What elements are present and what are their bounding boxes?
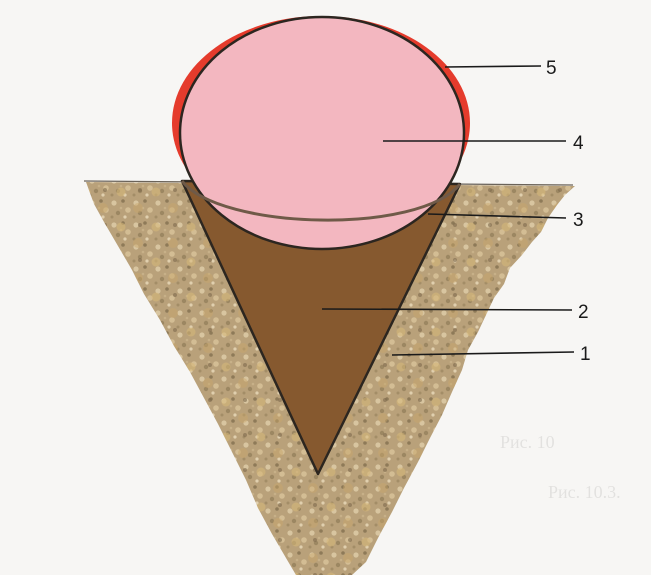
ghost-caption-1: Рис. 10 (500, 432, 555, 452)
callout-5: 5 (546, 58, 557, 79)
callout-1: 1 (580, 344, 591, 365)
callout-4: 4 (573, 133, 584, 154)
callout-3: 3 (573, 210, 584, 231)
show-through-text: Рис. 10 Рис. 10.3. (500, 432, 621, 502)
callout-2: 2 (578, 302, 589, 323)
leader-line-2 (322, 309, 572, 310)
leader-line-5 (445, 66, 541, 67)
ghost-caption-2: Рис. 10.3. (548, 482, 621, 502)
callout-labels: 5 4 3 2 1 (546, 58, 591, 365)
pink-body (180, 17, 464, 249)
